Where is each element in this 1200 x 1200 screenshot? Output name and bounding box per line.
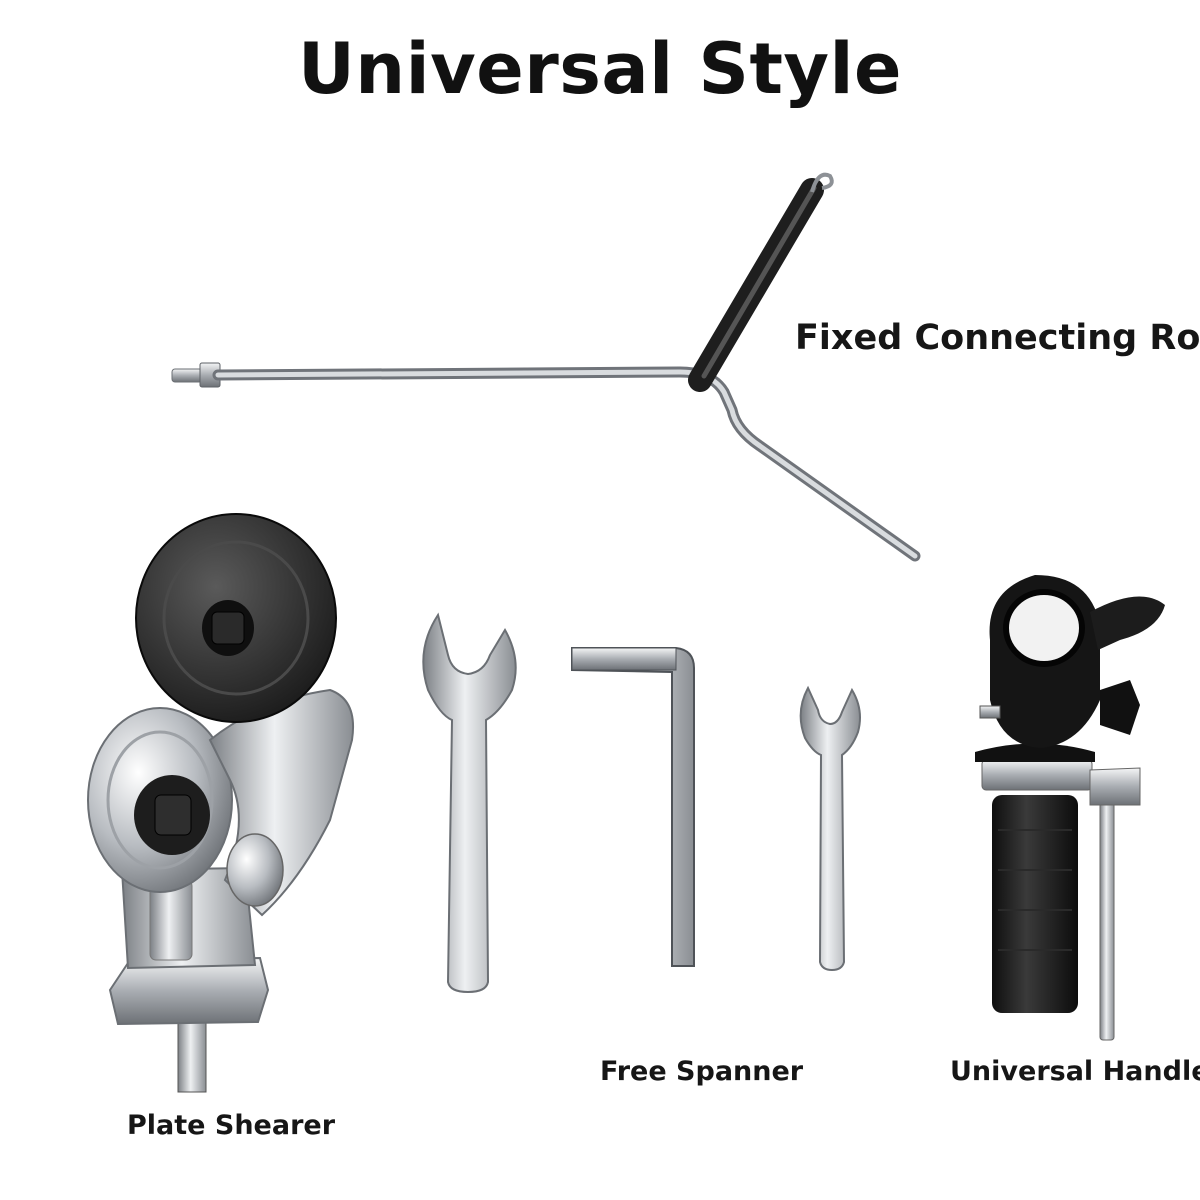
connecting-rod-label: Fixed Connecting Rod	[795, 318, 1200, 358]
page-title: Universal Style	[297, 28, 903, 110]
free-spanner-label: Free Spanner	[600, 1056, 804, 1087]
large-wrench-image	[422, 612, 517, 994]
small-wrench-image	[799, 685, 861, 972]
connecting-rod-image	[171, 172, 921, 562]
universal-handle-label: Universal Handle	[950, 1056, 1200, 1087]
plate-shearer-image	[87, 513, 354, 1093]
plate-shearer-label: Plate Shearer	[127, 1110, 336, 1141]
hex-key-image	[571, 647, 695, 967]
universal-handle-image	[975, 575, 1165, 1041]
